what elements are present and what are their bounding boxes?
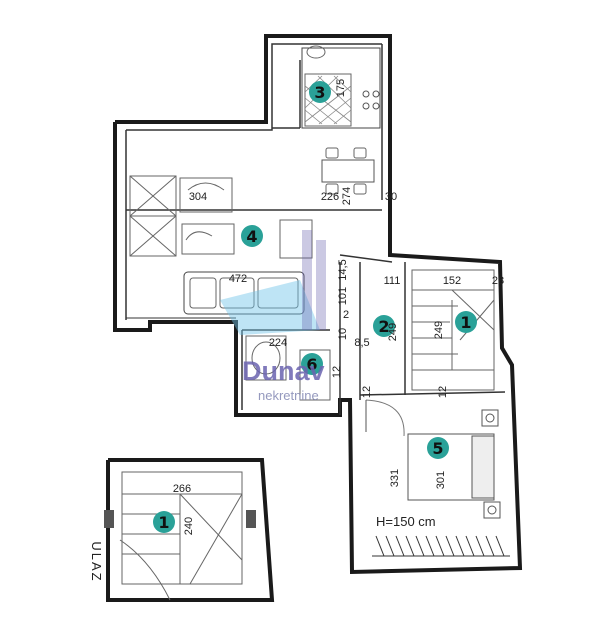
- dim-301: 301: [435, 471, 447, 489]
- watermark-brand: Dunav: [242, 356, 325, 386]
- dim-175: 175: [335, 79, 347, 97]
- room-marker-1-lower: 1: [153, 511, 175, 533]
- room-marker-3: 3: [309, 81, 331, 103]
- room-marker-4: 4: [241, 225, 263, 247]
- dim-274: 274: [341, 187, 353, 205]
- dim-224: 224: [269, 337, 287, 349]
- dim-2: 2: [343, 309, 349, 321]
- outer-walls: [113, 34, 523, 575]
- dim-101: 101: [337, 287, 349, 305]
- dim-12c: 12: [437, 386, 449, 398]
- dim-240: 240: [183, 517, 195, 535]
- dim-304: 304: [189, 191, 207, 203]
- dim-30: 30: [385, 191, 397, 203]
- room-marker-1: 1: [455, 311, 477, 333]
- room-marker-6: 6: [301, 353, 323, 375]
- room-label-5: 5: [432, 439, 443, 458]
- bathroom: [245, 335, 331, 401]
- dim-331: 331: [389, 469, 401, 487]
- room-label-2: 2: [378, 317, 389, 336]
- staircase-upper: [411, 269, 495, 391]
- watermark: Dunav nekretnine: [220, 230, 326, 403]
- room-label-4: 4: [246, 227, 257, 246]
- room-marker-2: 2: [373, 315, 395, 337]
- dim-152: 152: [443, 275, 461, 287]
- dim-472: 472: [229, 273, 247, 285]
- dim-8-5: 8,5: [354, 337, 369, 349]
- dim-266: 266: [173, 483, 191, 495]
- dim-12a: 12: [331, 366, 343, 378]
- dim-249a: 249: [387, 323, 399, 341]
- lower-floor: [104, 458, 275, 602]
- dim-249b: 249: [433, 321, 445, 339]
- room-label-1-lower: 1: [158, 513, 169, 532]
- height-note: H=150 cm: [376, 514, 436, 529]
- bedroom: [365, 399, 510, 557]
- entrance-label: ULAZ: [89, 541, 104, 582]
- room-label-1: 1: [460, 313, 471, 332]
- dim-28: 28: [492, 275, 504, 287]
- dim-12b: 12: [361, 386, 373, 398]
- room-label-6: 6: [306, 355, 317, 374]
- dim-14-5: 14,5: [337, 259, 349, 280]
- room-marker-5: 5: [427, 437, 449, 459]
- kitchen: [301, 45, 381, 195]
- room-label-3: 3: [314, 83, 325, 102]
- dim-226: 226: [321, 191, 339, 203]
- dim-111: 111: [384, 275, 401, 287]
- living-room: [126, 175, 313, 319]
- dim-10: 10: [337, 328, 349, 340]
- watermark-sub: nekretnine: [258, 388, 319, 403]
